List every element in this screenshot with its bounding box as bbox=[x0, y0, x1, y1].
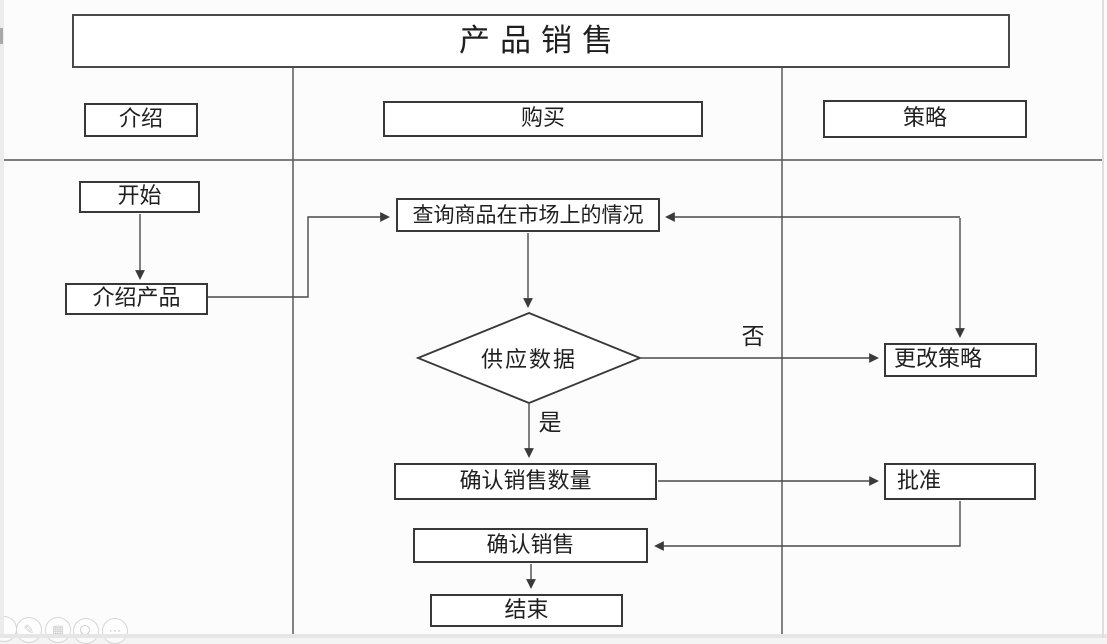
decision-diamond-shape bbox=[415, 312, 643, 404]
diagram-title: 产品销售 bbox=[72, 14, 1010, 68]
edge-introduce-to-query bbox=[208, 212, 390, 298]
edge-label-yes: 是 bbox=[538, 410, 562, 436]
node-start: 开始 bbox=[79, 181, 200, 213]
node-confirm-quantity: 确认销售数量 bbox=[394, 463, 657, 500]
canvas-left-edge-mark bbox=[0, 28, 3, 44]
node-query-market: 查询商品在市场上的情况 bbox=[396, 198, 660, 232]
edge-approve-to-confirm-sale bbox=[654, 501, 961, 551]
edit-icon[interactable]: ✎ bbox=[16, 617, 42, 643]
node-approve: 批准 bbox=[884, 463, 1036, 500]
node-supply-data-decision-label: 供应数据 bbox=[480, 348, 577, 373]
node-confirm-sale: 确认销售 bbox=[413, 528, 648, 563]
node-end: 结束 bbox=[430, 594, 623, 627]
more-icon[interactable]: ⋯ bbox=[102, 618, 128, 644]
node-change-strategy: 更改策略 bbox=[884, 343, 1037, 377]
canvas-left-edge bbox=[0, 0, 4, 638]
edge-label-no: 否 bbox=[741, 324, 765, 350]
grid-icon[interactable]: ▦ bbox=[45, 617, 71, 643]
lane-header-strategy: 策略 bbox=[823, 100, 1027, 138]
lane-header-intro: 介绍 bbox=[84, 103, 198, 137]
canvas-right-edge bbox=[1102, 0, 1104, 638]
lane-header-buy: 购买 bbox=[383, 101, 703, 137]
canvas-bottom-edge bbox=[0, 634, 1107, 638]
node-introduce-product: 介绍产品 bbox=[65, 283, 208, 315]
magnifier-icon[interactable] bbox=[73, 618, 99, 644]
